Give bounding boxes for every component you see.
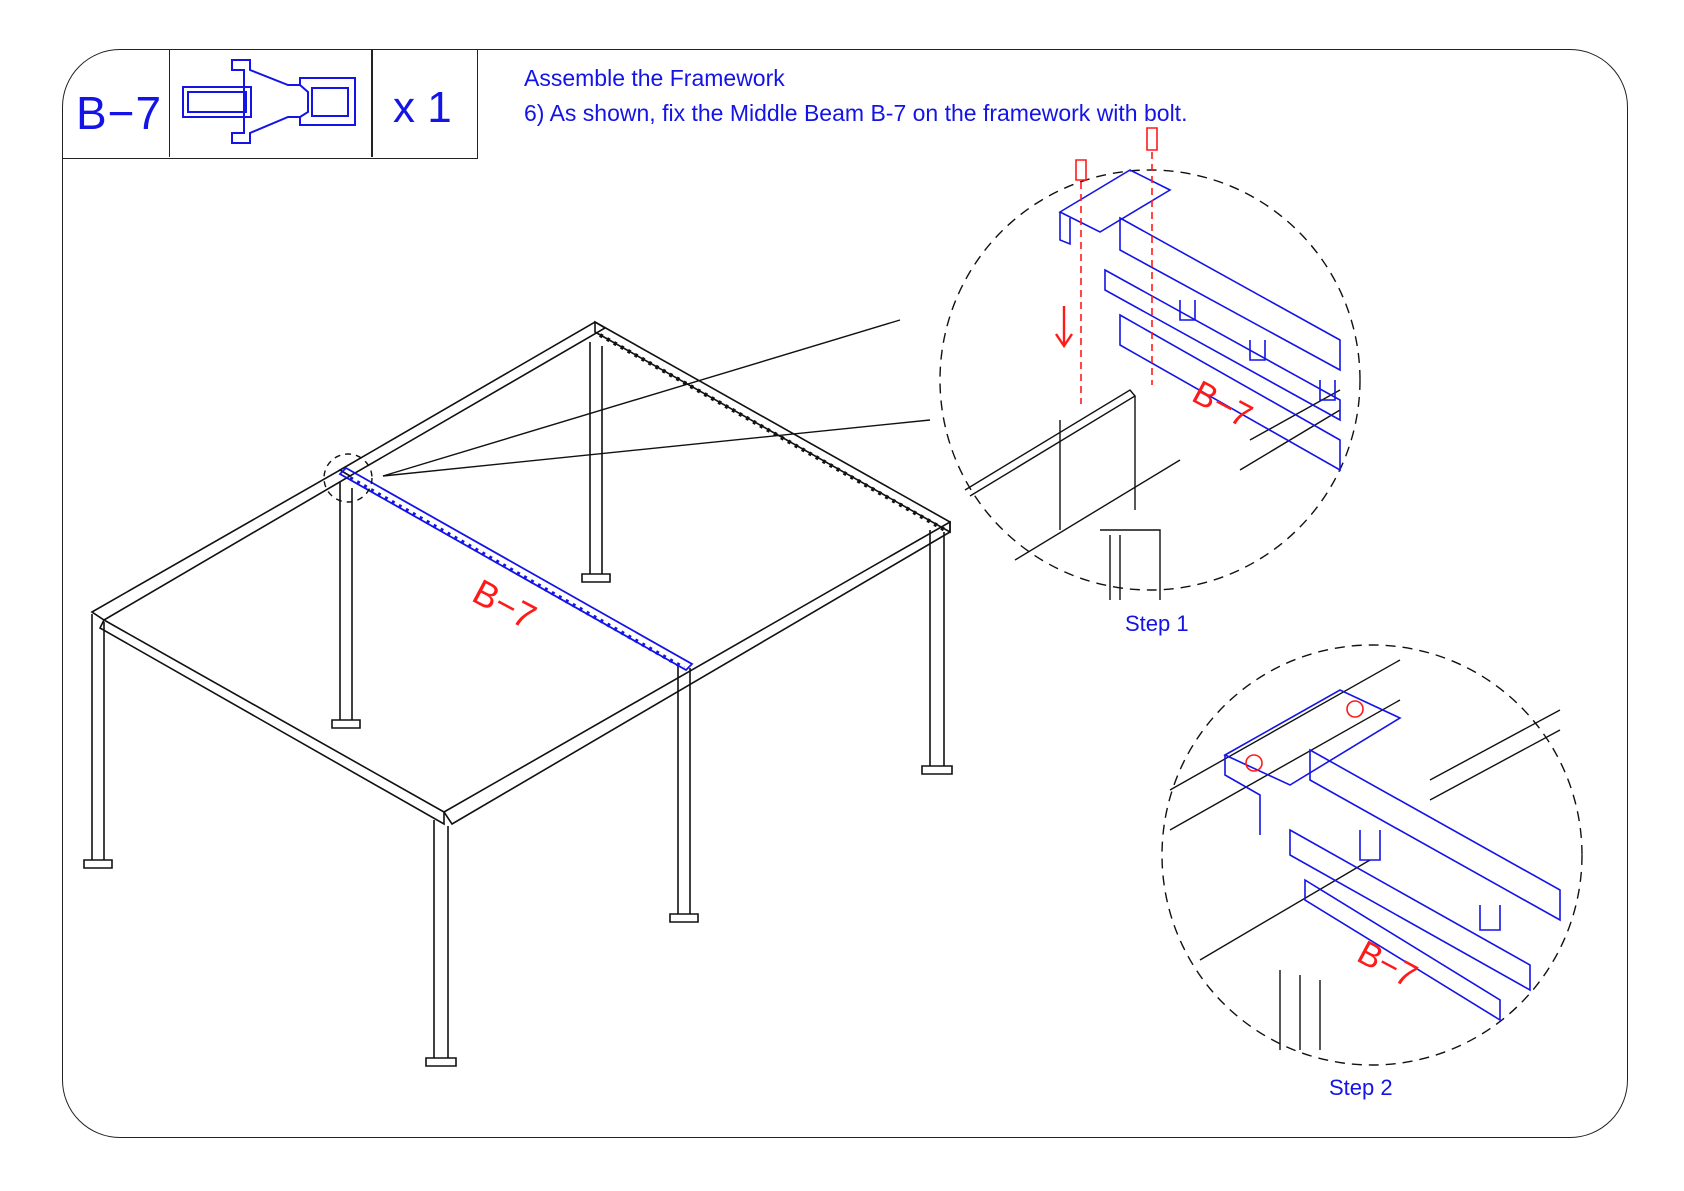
middle-beam-b7 <box>340 468 692 670</box>
detail2-beam-label: B−7 <box>1351 934 1423 996</box>
step1-caption: Step 1 <box>1125 611 1189 637</box>
detail1-beam-label: B−7 <box>1186 374 1258 436</box>
beam-profile-icon <box>183 60 355 143</box>
detail-leader <box>324 320 930 502</box>
bolt-icons <box>1076 128 1157 404</box>
step2-caption: Step 2 <box>1329 1075 1393 1101</box>
pergola-frame <box>84 322 952 1066</box>
down-arrow-icon <box>1056 306 1072 346</box>
fastened-bolt-icons <box>1246 701 1363 771</box>
detail-view-step1: B−7 <box>940 128 1360 600</box>
detail-view-step2: B−7 <box>1162 645 1582 1065</box>
